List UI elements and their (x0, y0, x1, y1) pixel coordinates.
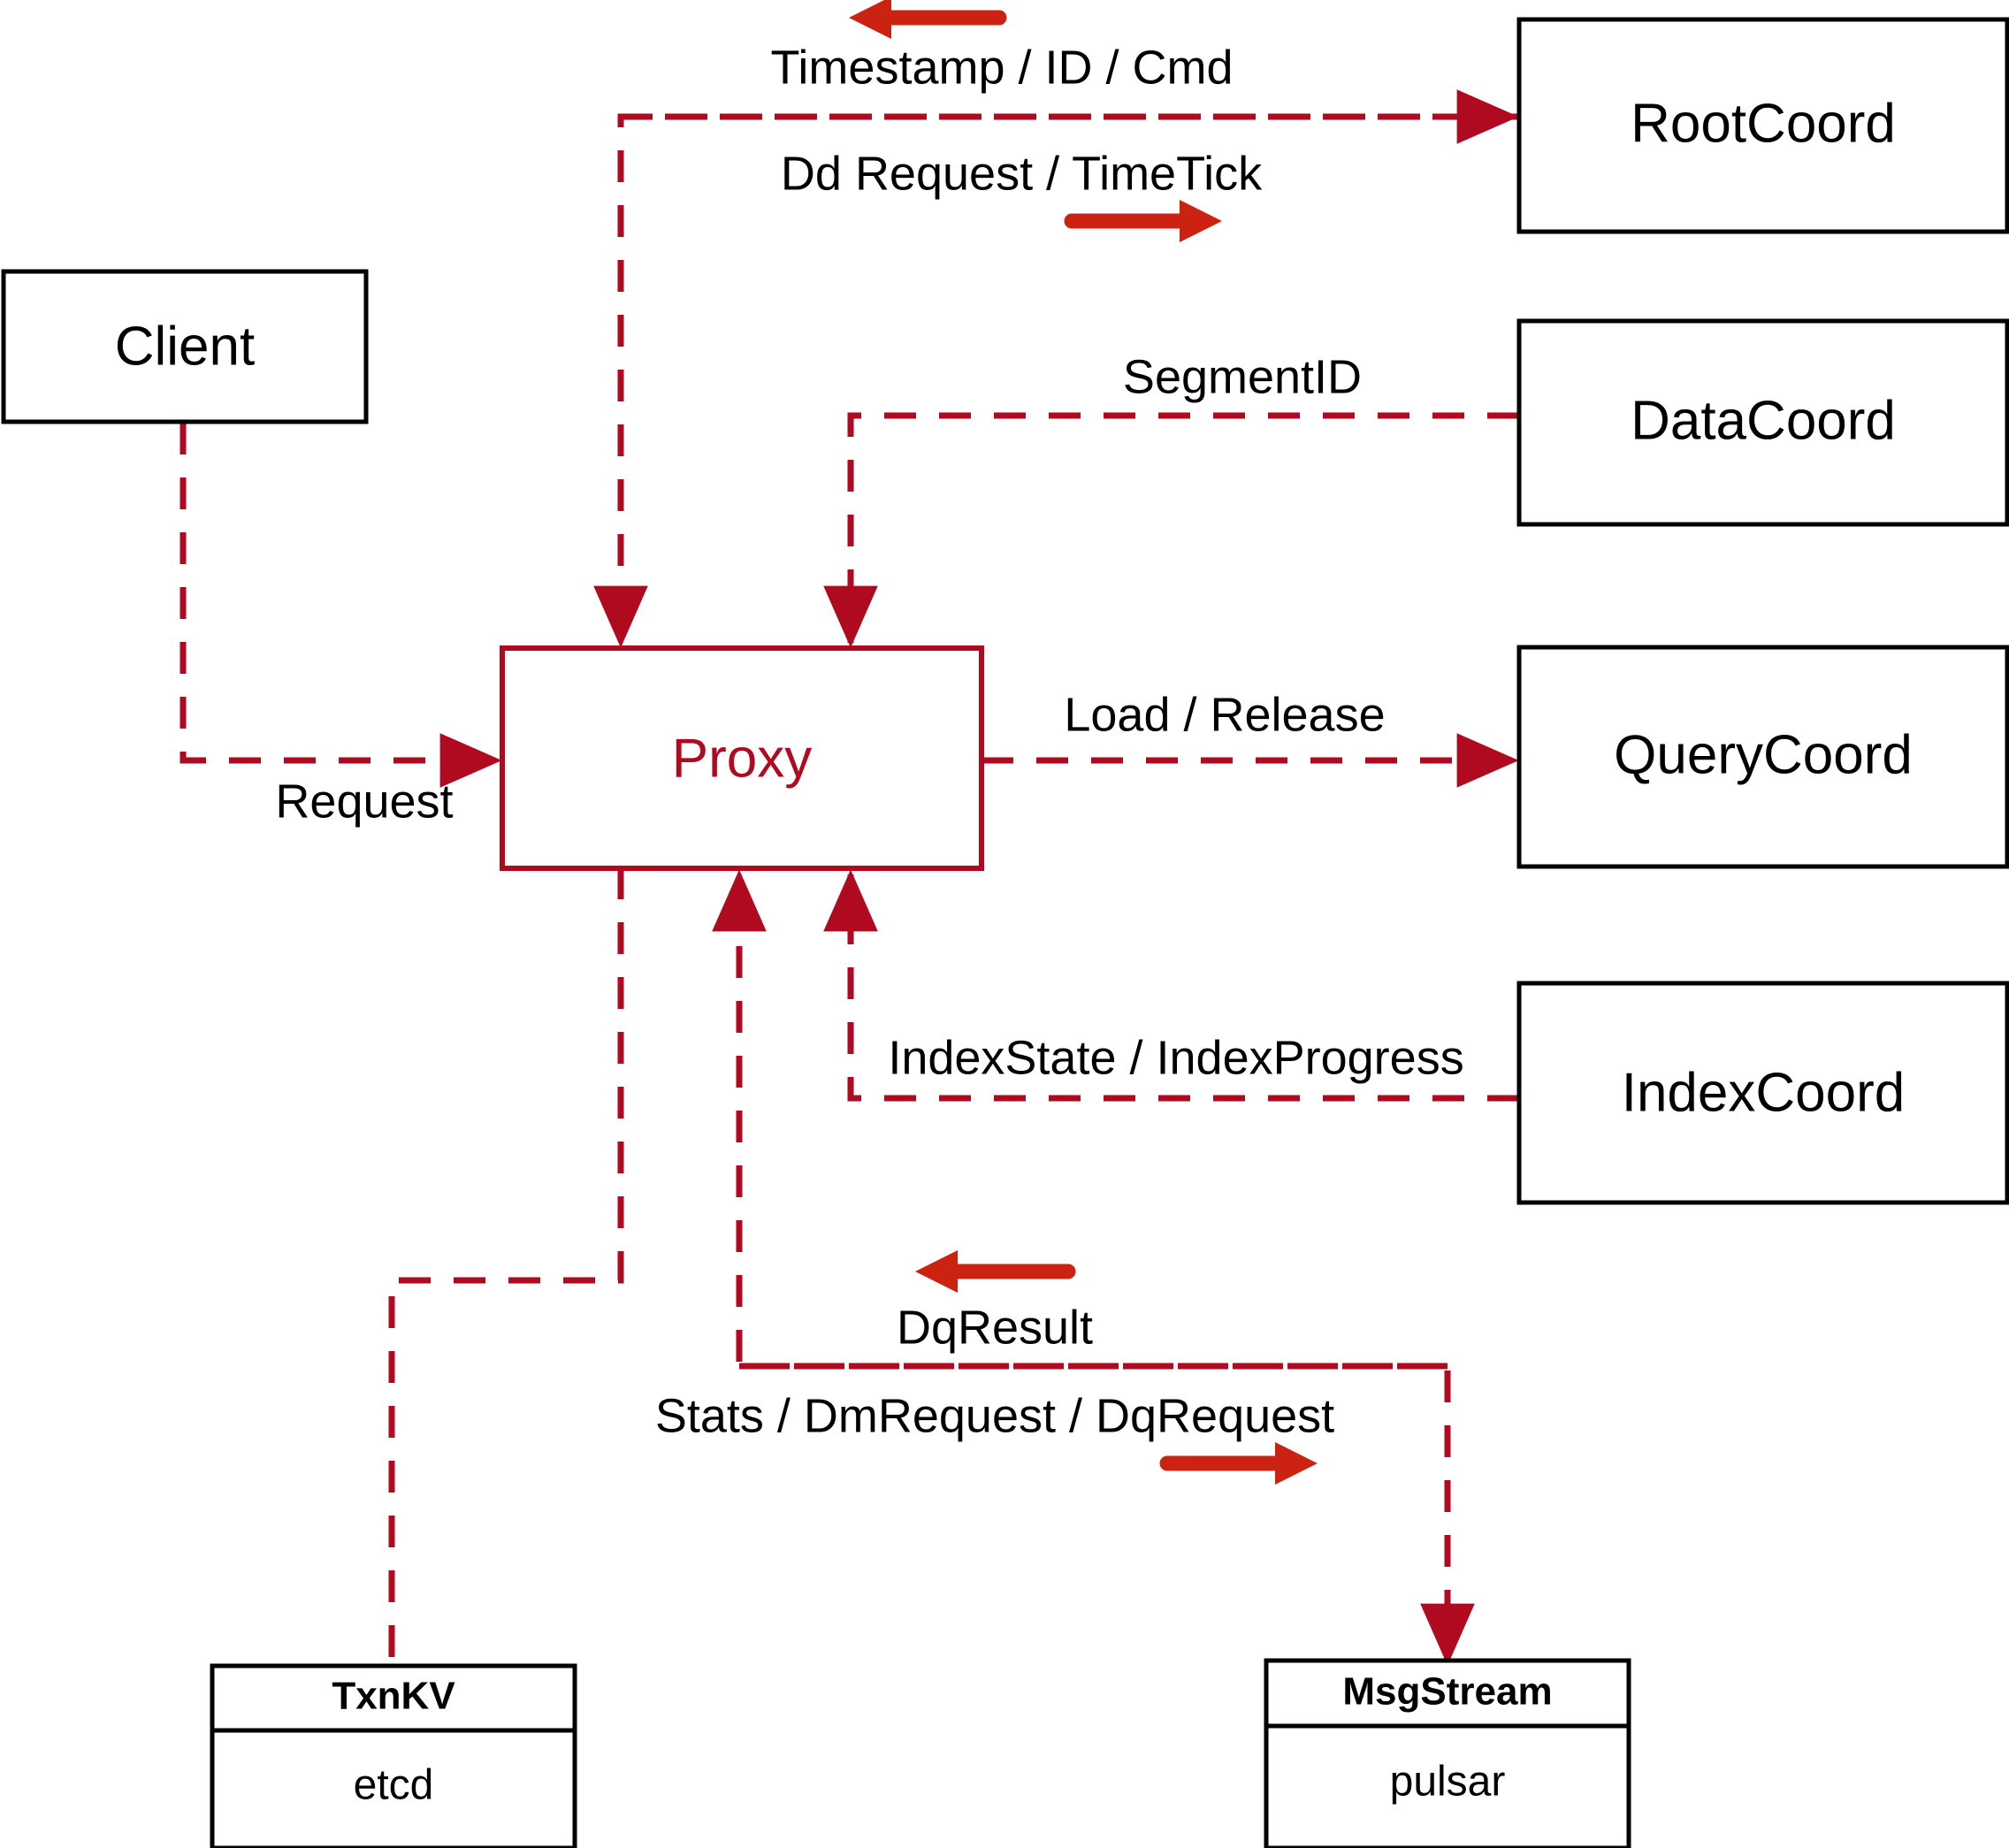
node-indexcoord-label: IndexCoord (1622, 1062, 1906, 1123)
edge-label-dq-result: DqResult (897, 1301, 1093, 1354)
direction-arrow-stats-right (1159, 1442, 1318, 1485)
node-rootcoord[interactable]: RootCoord (1516, 17, 2009, 234)
edge-datacoord-to-proxy (823, 412, 1519, 648)
edge-msgstream-to-proxy (712, 869, 1448, 1370)
node-client[interactable]: Client (1, 269, 369, 424)
edge-label-load-release: Load / Release (1064, 688, 1385, 741)
node-msgstream[interactable]: MsgStream pulsar (1264, 1658, 1631, 1848)
edge-proxy-to-txnkv (388, 867, 624, 1666)
edge-label-segment-id: SegmentID (1123, 350, 1362, 403)
node-txnkv-body: etcd (354, 1762, 434, 1809)
edge-indexcoord-to-proxy (823, 869, 1519, 1102)
direction-arrow-dqresult-left (915, 1250, 1076, 1293)
node-rootcoord-label: RootCoord (1631, 93, 1896, 154)
edge-label-request: Request (275, 775, 453, 828)
edge-label-timestamp-id-cmd: Timestamp / ID / Cmd (770, 41, 1233, 94)
node-msgstream-body: pulsar (1390, 1759, 1506, 1806)
node-querycoord-label: QueryCoord (1614, 724, 1913, 785)
node-proxy-label: Proxy (672, 728, 812, 789)
node-datacoord-label: DataCoord (1631, 390, 1896, 451)
node-client-label: Client (115, 316, 256, 377)
node-datacoord[interactable]: DataCoord (1516, 318, 2009, 527)
node-proxy[interactable]: Proxy (500, 645, 984, 871)
node-txnkv[interactable]: TxnKV etcd (210, 1663, 577, 1848)
direction-arrow-ddrequest-right (1064, 200, 1222, 242)
edge-label-dd-request-timetick: Dd Request / TimeTick (781, 147, 1263, 200)
edge-label-stats-dm-dq: Stats / DmRequest / DqRequest (655, 1389, 1334, 1442)
node-querycoord[interactable]: QueryCoord (1516, 645, 2009, 869)
edge-client-to-proxy (180, 423, 502, 788)
node-msgstream-title: MsgStream (1342, 1670, 1552, 1714)
node-indexcoord[interactable]: IndexCoord (1516, 981, 2009, 1205)
edge-proxy-to-msgstream (739, 1363, 1475, 1666)
edge-label-index-state-progress: IndexState / IndexProgress (888, 1031, 1463, 1084)
direction-arrow-timestamp-left (849, 0, 1007, 39)
node-txnkv-title: TxnKV (332, 1675, 455, 1718)
